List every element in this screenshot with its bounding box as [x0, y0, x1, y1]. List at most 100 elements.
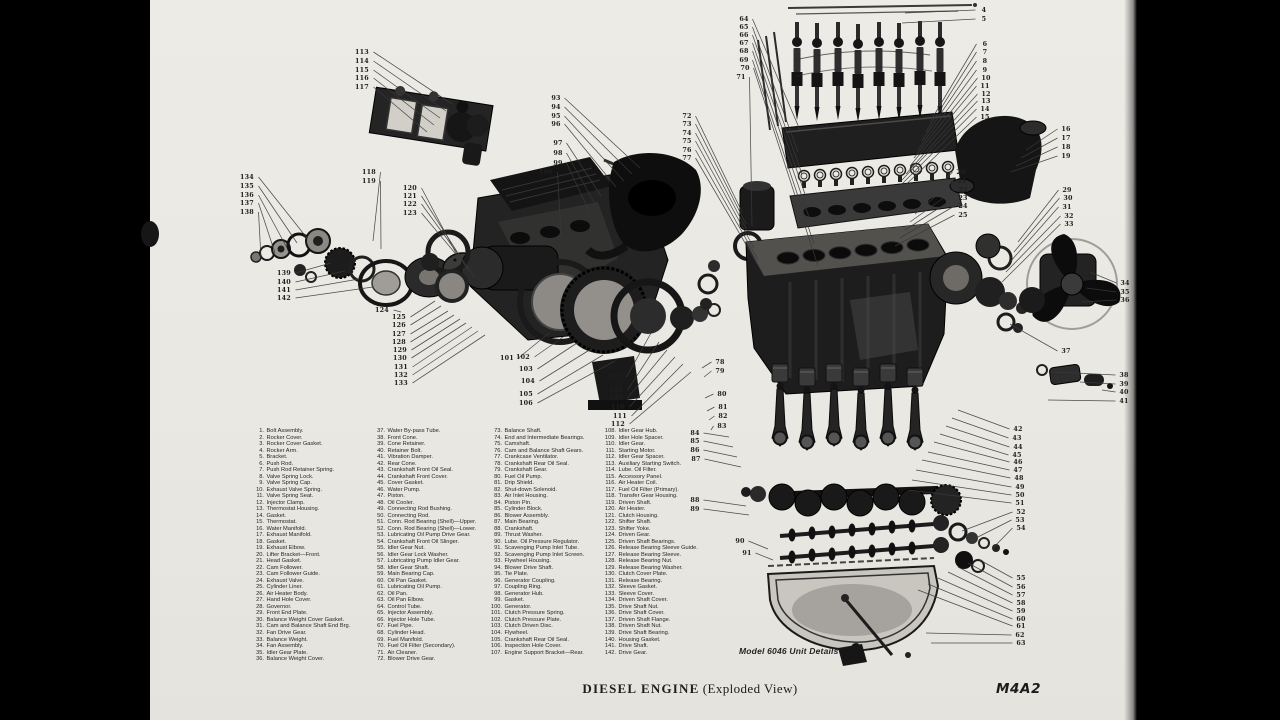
part-name: Crankshaft Front Cover.	[387, 473, 448, 480]
callout-number-64: 64	[739, 15, 749, 23]
part-name: Idler Gear Hub.	[618, 428, 658, 434]
parts-list-item-31: 31.Cam and Balance Shaft End Brg.	[246, 623, 350, 630]
part-number: 99.	[494, 597, 502, 604]
parts-list-item-95: 95.Tie Plate.	[482, 571, 585, 578]
callout-leader-66	[752, 34, 803, 175]
callout-number-84: 84	[690, 429, 700, 437]
callout-leader-55	[977, 558, 1013, 579]
parts-list-item-36: 36.Balance Weight Cover.	[246, 656, 350, 663]
parts-list-item-101: 101.Clutch Pressure Spring.	[482, 610, 585, 617]
part-number: 72.	[377, 656, 385, 663]
callout-number-93: 93	[551, 94, 561, 102]
callout-leader-110	[629, 356, 676, 408]
parts-list-item-10: 10.Exhaust Valve Spring.	[246, 487, 350, 494]
part-name: Rocker Arm.	[266, 447, 298, 454]
callout-leader-75	[695, 140, 755, 249]
callout-number-126: 126	[392, 321, 406, 329]
part-number: 70.	[377, 643, 385, 650]
callout-leader-122	[421, 203, 470, 270]
part-name: Exhaust Valve.	[266, 577, 305, 584]
part-name: Cylinder Block.	[504, 506, 543, 513]
part-number: 86.	[494, 512, 502, 519]
callout-leader-112	[629, 371, 692, 425]
part-number: 76.	[494, 447, 502, 454]
callout-number-62: 62	[1015, 631, 1024, 639]
callout-number-22: 22	[958, 186, 967, 194]
part-name: Oil Cooler.	[387, 499, 415, 506]
part-name: Drive Shaft.	[618, 643, 649, 650]
part-name: Drive Shaft Bearing.	[618, 629, 670, 636]
part-name: Valve Spring Lock.	[266, 473, 314, 480]
parts-list-item-69: 69.Fuel Manifold.	[367, 637, 476, 644]
part-name: Lube. Oil Filter.	[618, 467, 657, 474]
callout-number-95: 95	[551, 112, 560, 120]
callout-number-61: 61	[1016, 622, 1025, 630]
part-name: Clutch Housing.	[618, 512, 659, 519]
part-number: 21.	[256, 558, 264, 565]
part-name: Air Heater Coil.	[618, 480, 658, 487]
callout-leader-73	[695, 123, 747, 225]
callout-leader-47	[927, 451, 1010, 471]
callout-number-35: 35	[1120, 288, 1129, 296]
callout-number-16: 16	[1061, 125, 1071, 133]
parts-list-item-141: 141.Drive Shaft.	[596, 643, 698, 650]
part-name: Driven Shaft Nut.	[618, 623, 662, 630]
parts-list-item-9: 9.Valve Spring Cap.	[246, 480, 350, 487]
parts-list-item-142: 142.Drive Gear.	[596, 650, 698, 657]
callout-number-104: 104	[521, 377, 535, 385]
parts-list-item-94: 94.Blower Drive Shaft.	[482, 565, 585, 572]
callout-number-38: 38	[1119, 371, 1129, 379]
part-name: Transfer Gear Housing.	[618, 493, 678, 500]
part-number: 19.	[256, 545, 264, 552]
part-number: 59.	[377, 571, 385, 578]
callout-leader-74	[695, 132, 751, 237]
part-number: 130.	[604, 571, 616, 578]
parts-list-item-85: 85.Cylinder Block.	[482, 506, 585, 513]
callout-number-133: 133	[394, 379, 408, 387]
part-number: 136.	[604, 610, 616, 617]
part-number: 39.	[377, 441, 385, 448]
callout-number-11: 11	[980, 82, 989, 90]
part-name: Front Cone.	[387, 434, 418, 441]
part-number: 89.	[494, 532, 502, 539]
parts-list-item-76: 76.Cam and Balance Shaft Gears.	[482, 448, 585, 455]
parts-list-item-130: 130.Clutch Cover Plate.	[596, 571, 698, 578]
parts-list-item-71: 71.Air Cleaner.	[367, 650, 476, 657]
callout-number-5: 5	[982, 15, 987, 23]
callout-leader-31	[1009, 206, 1059, 263]
part-name: Clutch Pressure Plate.	[504, 616, 562, 623]
parts-list-item-58: 58.Idler Gear Shaft.	[367, 565, 476, 572]
callout-leader-49	[915, 469, 1012, 488]
scanned-page	[150, 0, 1137, 720]
part-name: Crankshaft Rear Oil Seal.	[504, 460, 569, 467]
parts-list-item-13: 13.Thermostat Housing.	[246, 506, 350, 513]
callout-leader-20	[919, 171, 953, 207]
parts-list-item-92: 92.Scavenging Pump Inlet Screen.	[482, 552, 585, 559]
part-name: Thermostat.	[266, 519, 297, 526]
part-name: Inspection Hole Cover.	[504, 643, 562, 650]
callout-number-33: 33	[1064, 220, 1074, 228]
part-number: 13.	[256, 506, 264, 513]
part-name: Gasket.	[504, 597, 525, 604]
callout-leader-39	[1079, 381, 1116, 385]
part-number: 7.	[259, 467, 264, 474]
part-number: 88.	[494, 525, 502, 532]
part-number: 44.	[377, 473, 385, 480]
bearing-washer-row	[948, 522, 1009, 573]
parts-list-item-46: 46.Water Pump.	[367, 487, 476, 494]
callout-leader-103	[537, 342, 578, 370]
callout-leader-18	[1015, 146, 1058, 167]
part-name: Idler Gear.	[618, 441, 646, 448]
parts-list-item-122: 122.Shifter Shaft.	[596, 519, 698, 526]
callout-number-63: 63	[1016, 639, 1026, 647]
part-name: Clutch Cover Plate.	[618, 571, 668, 578]
part-name: Balance Weight Cover Gasket.	[266, 616, 345, 623]
parts-list-item-54: 54.Crankshaft Front Oil Slinger.	[367, 539, 476, 546]
callout-leader-8	[921, 60, 977, 142]
part-number: 64.	[377, 603, 385, 610]
part-number: 14.	[256, 512, 264, 519]
part-number: 84.	[494, 499, 502, 506]
part-number: 110.	[605, 441, 616, 448]
part-name: Fuel Oil Filter (Secondary).	[387, 643, 456, 650]
